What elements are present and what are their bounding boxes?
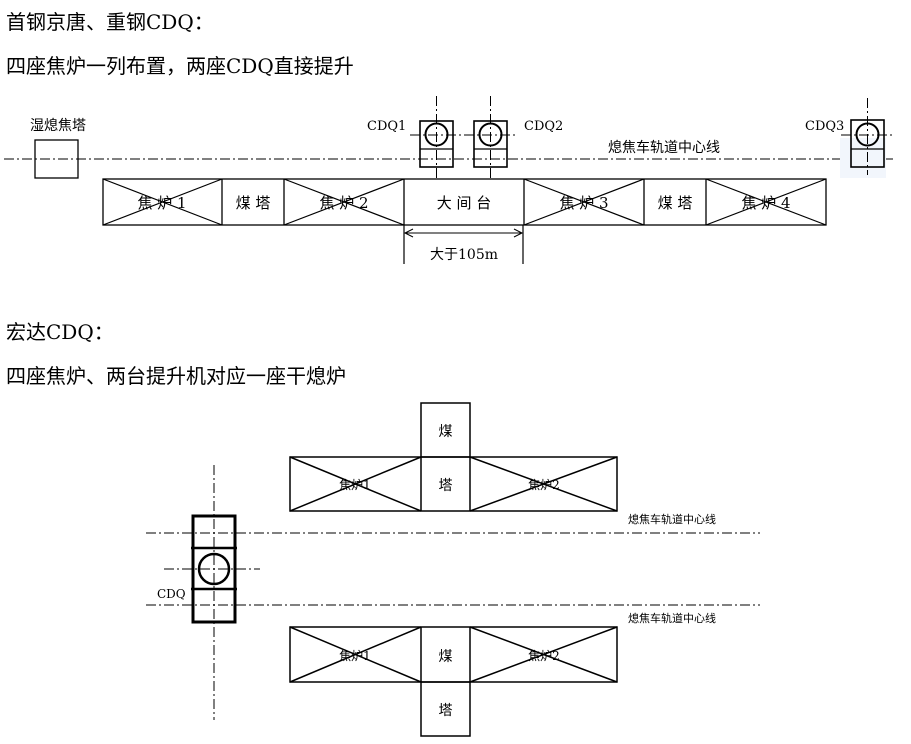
battery-row: 焦 炉 1 煤 塔 焦 炉 2 大 间 台 (102, 178, 827, 226)
section2-subtitle: 四座焦炉、两台提升机对应一座干熄炉 (6, 364, 346, 388)
coke-oven-3: 焦 炉 3 (523, 178, 645, 226)
section1-diagram: 湿熄焦塔 熄焦车轨道中心线 焦 炉 1 煤 塔 (4, 96, 894, 264)
coke-oven-3-label: 焦 炉 3 (559, 194, 608, 212)
gap-platform: 大 间 台 (437, 179, 525, 225)
dimension-label: 大于105m (430, 247, 498, 263)
cdq1-unit: CDQ1 (367, 96, 463, 178)
lower-battery: 焦炉1 煤 焦炉2 塔 (289, 626, 618, 737)
cdq-unit: CDQ (157, 465, 260, 720)
cross-icon (289, 456, 422, 512)
coke-oven-1-label: 焦 炉 1 (137, 194, 186, 212)
cross-icon (283, 178, 405, 226)
coal-tower-1-label: 煤 塔 (236, 194, 271, 212)
lower-coal-tower-bottom (420, 681, 471, 737)
coke-oven-2: 焦 炉 2 (283, 178, 405, 226)
gap-platform-label: 大 间 台 (437, 194, 492, 212)
cross-icon (523, 178, 645, 226)
section2-title: 宏达CDQ： (6, 320, 114, 344)
wet-quench-tower-label: 湿熄焦塔 (30, 117, 86, 134)
coke-oven-2-label: 焦 炉 2 (319, 194, 368, 212)
arrow-left-icon (403, 228, 414, 238)
coke-oven-4: 焦 炉 4 (705, 178, 827, 226)
lower-oven-left-label: 焦炉1 (339, 649, 371, 663)
cdq-label: CDQ (157, 587, 186, 601)
lower-coal-tower-bottom-label: 塔 (439, 703, 453, 719)
upper-coal-tower-bottom-label: 塔 (439, 478, 453, 494)
upper-oven-left-label: 焦炉1 (339, 478, 371, 492)
upper-coal-tower-top-label: 煤 (439, 424, 453, 440)
cdq3-unit: CDQ3 (805, 98, 894, 178)
coke-oven-1: 焦 炉 1 (102, 178, 223, 226)
track-centerline-bottom-label: 熄焦车轨道中心线 (628, 611, 716, 625)
cdq2-label: CDQ2 (524, 119, 563, 134)
coal-tower-2-label: 煤 塔 (658, 194, 693, 212)
upper-oven-right-label: 焦炉2 (528, 478, 560, 492)
cross-icon (469, 626, 618, 683)
upper-battery: 煤 焦炉1 塔 焦炉2 (289, 402, 618, 512)
cdq2-unit: CDQ2 (464, 96, 563, 178)
cdq1-label: CDQ1 (367, 119, 406, 134)
cross-icon (469, 456, 618, 512)
cross-icon (289, 626, 422, 683)
cross-icon (705, 178, 827, 226)
lower-oven-right-label: 焦炉2 (528, 649, 560, 663)
arrow-right-icon (513, 228, 524, 238)
cross-icon (102, 178, 223, 226)
battery-outline (102, 178, 827, 226)
section1-title: 首钢京唐、重钢CDQ： (6, 10, 214, 34)
coke-oven-4-label: 焦 炉 4 (741, 194, 790, 212)
cdq3-label: CDQ3 (805, 119, 844, 134)
coal-tower-2: 煤 塔 (658, 179, 707, 225)
section1-subtitle: 四座焦炉一列布置，两座CDQ直接提升 (6, 54, 354, 78)
section2-diagram: 熄焦车轨道中心线 熄焦车轨道中心线 煤 焦炉1 塔 焦炉2 (146, 402, 760, 737)
coal-tower-1: 煤 塔 (236, 179, 285, 225)
lower-coal-tower-top-label: 煤 (439, 649, 453, 665)
track-centerline-top-label: 熄焦车轨道中心线 (628, 512, 716, 526)
track-centerline-label: 熄焦车轨道中心线 (608, 139, 720, 156)
dimension-marker: 大于105m (403, 225, 524, 264)
